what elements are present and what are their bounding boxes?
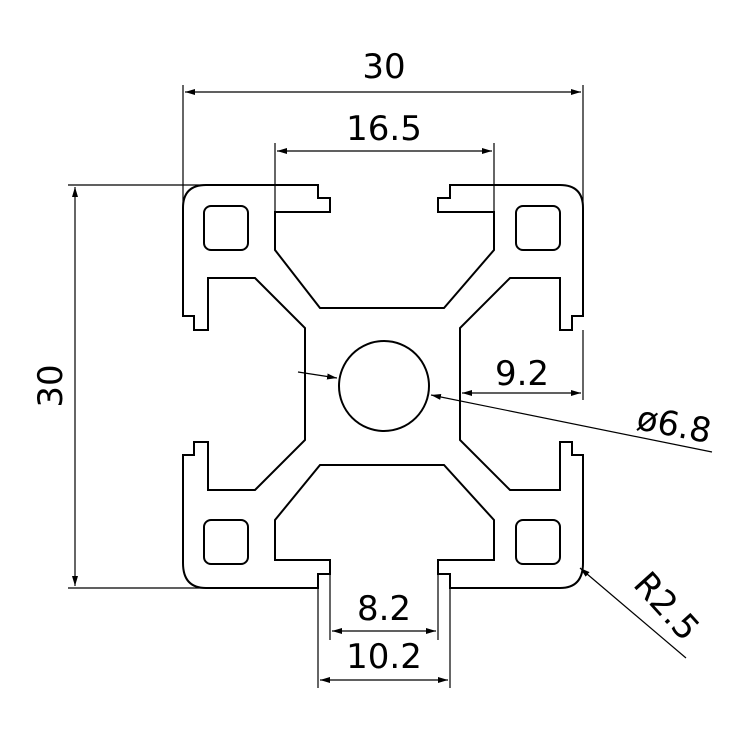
- dim-slot-opening-top: 16.5: [274, 109, 495, 212]
- dim-slot-neck-label: 8.2: [357, 589, 411, 629]
- corner-cavity-top-right: [515, 205, 561, 251]
- corner-cavity-bottom-left: [203, 519, 249, 565]
- center-bore: [338, 340, 430, 432]
- dim-slot-neck: 8.2: [329, 574, 439, 640]
- dim-slot-opening-top-label: 16.5: [346, 109, 422, 149]
- dim-slot-outer: 10.2: [317, 588, 451, 688]
- dim-corner-radius-label: R2.5: [625, 564, 707, 649]
- dim-slot-outer-label: 10.2: [346, 637, 422, 677]
- dim-half-width: 9.2: [462, 330, 584, 400]
- dim-half-width-label: 9.2: [495, 354, 549, 394]
- dim-overall-width-label: 30: [362, 47, 405, 87]
- dim-center-bore-label: ø6.8: [634, 398, 715, 452]
- dim-overall-height-label: 30: [31, 364, 71, 407]
- corner-cavity-bottom-right: [515, 519, 561, 565]
- dim-corner-radius: R2.5: [579, 564, 707, 659]
- dim-overall-width: 30: [182, 47, 584, 312]
- corner-cavity-top-left: [203, 205, 249, 251]
- dim-overall-height: 30: [31, 184, 230, 589]
- profile-outline: [182, 184, 584, 589]
